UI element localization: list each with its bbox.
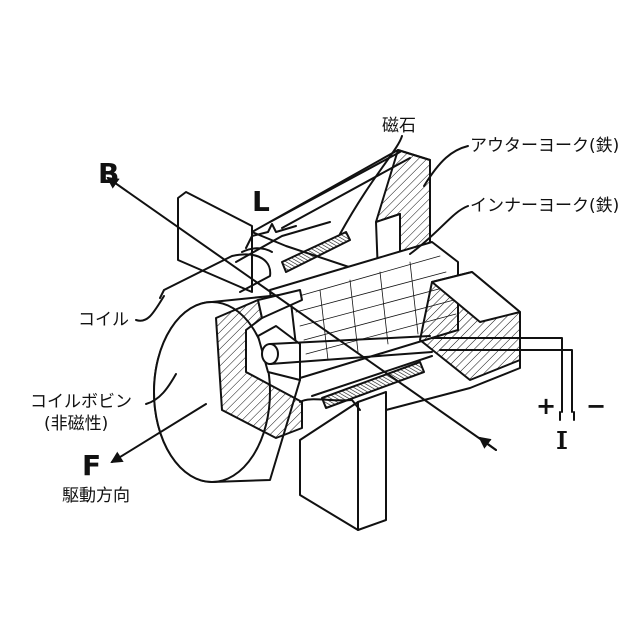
- label-inner-yoke: インナーヨーク(鉄): [470, 198, 619, 215]
- label-magnet: 磁石: [382, 118, 416, 135]
- label-bobbin: コイルボビン: [30, 394, 132, 411]
- shaft-end: [262, 344, 278, 364]
- label-force: F: [82, 452, 101, 480]
- label-minus: −: [586, 394, 606, 418]
- label-plus: +: [536, 394, 556, 418]
- label-outer-yoke: アウターヨーク(鉄): [470, 138, 619, 155]
- label-current: I: [558, 430, 565, 450]
- leader-coil: [136, 296, 164, 321]
- front-plate: [358, 392, 386, 530]
- label-dimension-l: L: [252, 188, 270, 216]
- label-b-field: B: [98, 160, 119, 188]
- label-coil: コイル: [78, 312, 129, 329]
- label-bobbin-material: (非磁性): [44, 416, 108, 433]
- label-drive-direction: 駆動方向: [62, 488, 130, 505]
